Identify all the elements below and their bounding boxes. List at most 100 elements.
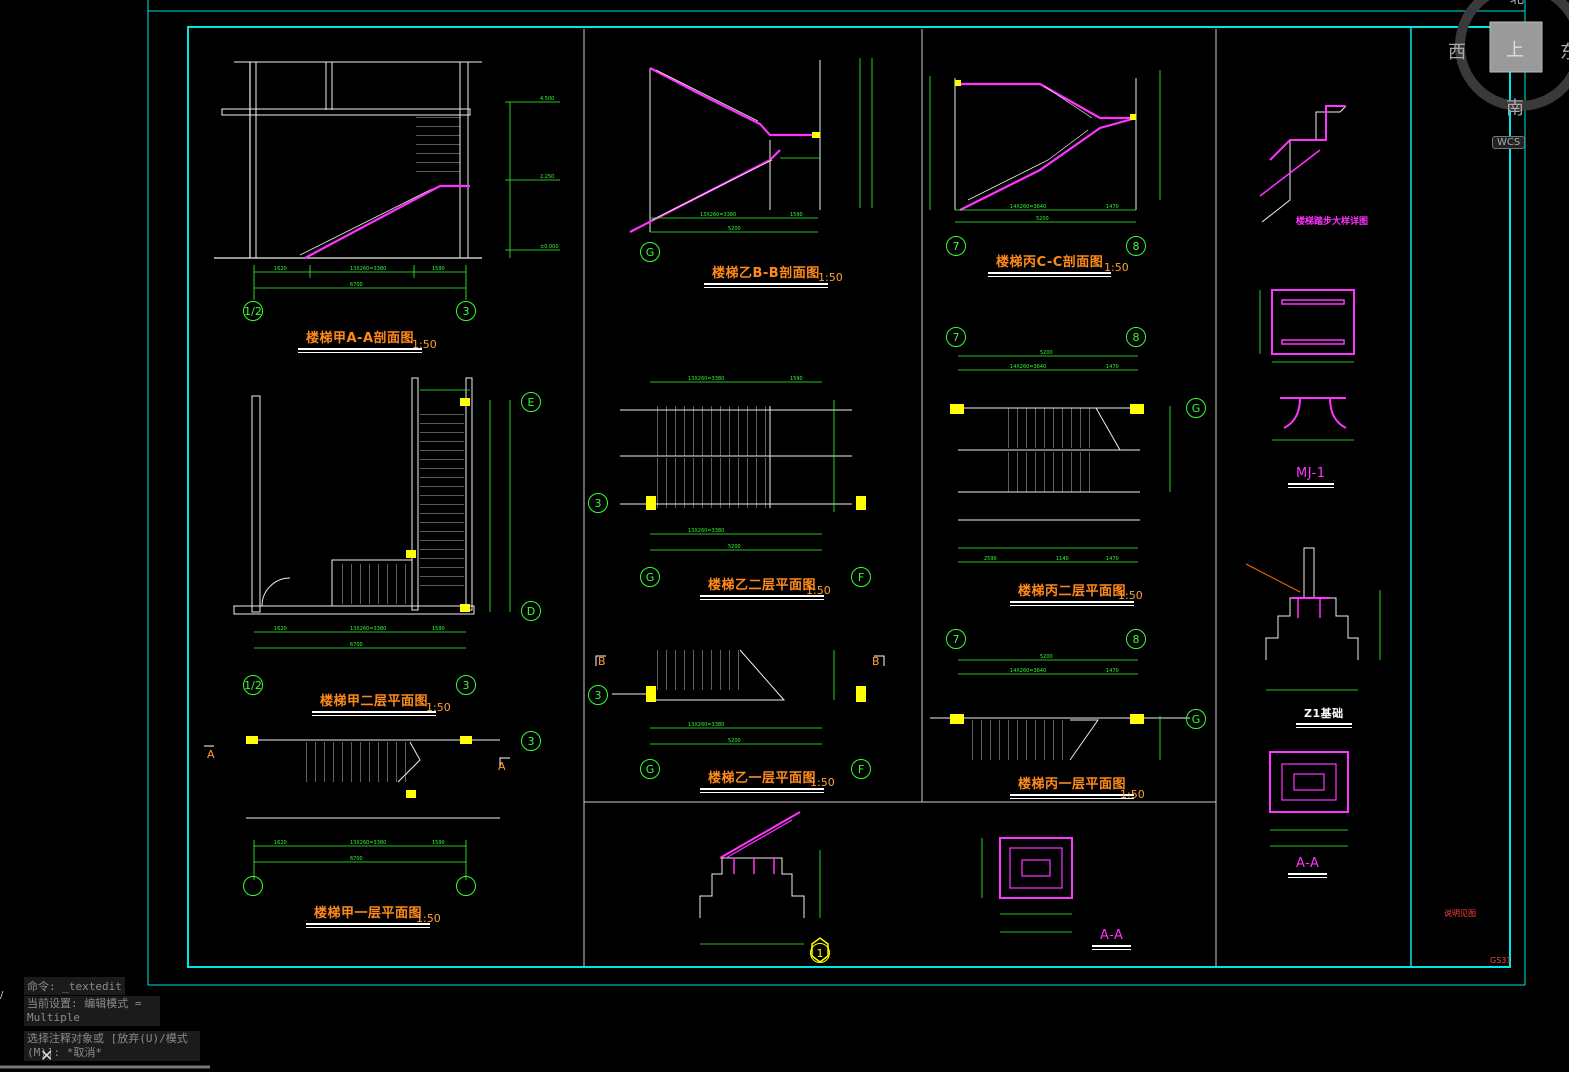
svg-text:14X260=3640: 14X260=3640 [1010,668,1046,674]
view-scale: 1:50 [1104,261,1129,274]
svg-text:5200: 5200 [1040,654,1053,660]
wcs-dropdown[interactable]: WCS [1492,136,1526,149]
svg-text:13X260=3380: 13X260=3380 [350,626,386,632]
axis-bubble: G [1186,709,1206,729]
axis-bubble: E [521,392,541,412]
close-icon[interactable]: ✕ [40,1046,54,1065]
svg-text:5200: 5200 [1036,216,1049,222]
sheet-note: 说明见图 [1444,909,1476,918]
stair-tread-detail[interactable] [1259,105,1347,223]
svg-text:13X260=3380: 13X260=3380 [688,528,724,534]
view-cube-west[interactable]: 西 [1448,42,1466,63]
axis-bubble: F [851,759,871,779]
view-cube-south[interactable]: 南 [1506,98,1524,119]
view-scale: 1:50 [806,584,831,597]
axis-bubble: 1/2 [243,301,263,321]
svg-text:13X260=3380: 13X260=3380 [688,376,724,382]
stair-footing-detail[interactable] [699,811,821,945]
axis-bubble: G [640,759,660,779]
svg-text:5200: 5200 [728,544,741,550]
axis-bubble: 1 [810,943,830,963]
svg-text:6700: 6700 [350,282,363,288]
view-title[interactable]: A-A [1288,856,1328,878]
view-title[interactable]: 楼梯丙二层平面图 [1010,580,1135,606]
view-scale: 1:50 [818,271,843,284]
svg-text:1590: 1590 [432,840,445,846]
svg-text:1590: 1590 [790,376,803,382]
axis-bubble: 3 [456,675,476,695]
command-history-line: 选择注释对象或 [放弃(U)/模式(M)]: *取消* [24,1031,200,1061]
svg-text:5200: 5200 [1040,350,1053,356]
svg-text:4.500: 4.500 [540,96,554,102]
ucs-icon: / [0,990,4,1001]
tread-detail-title[interactable]: 楼梯踏步大样详图 [1296,217,1369,227]
svg-text:6700: 6700 [350,856,363,862]
view-title[interactable]: 楼梯乙一层平面图 [700,767,825,793]
svg-text:1620: 1620 [274,266,287,272]
svg-text:13X260=3380: 13X260=3380 [700,212,736,218]
view-cube[interactable]: 西 上 南 东 北 WCS [1448,0,1569,170]
stair-c-section[interactable]: 14X260=3640 1470 5200 [929,70,1161,223]
view-title[interactable]: 楼梯乙B-B剖面图 [704,262,828,288]
svg-text:6700: 6700 [350,642,363,648]
view-scale: 1:50 [416,912,441,925]
aa-detail-right[interactable] [1269,751,1349,847]
svg-text:1470: 1470 [1106,204,1119,210]
svg-text:5200: 5200 [728,226,741,232]
stair-b-floor2-plan[interactable]: 13X260=3380 1590 13X260=3380 5200 [620,376,866,551]
sheet-frame [147,0,1526,986]
axis-bubble: 3 [588,685,608,705]
view-cube-east[interactable]: 东 [1560,38,1569,64]
axis-bubble: F [851,567,871,587]
svg-text:1590: 1590 [432,626,445,632]
svg-text:14X260=3640: 14X260=3640 [1010,364,1046,370]
view-scale: 1:50 [1118,589,1143,602]
section-mark-b: B [872,655,880,668]
stair-b-section[interactable]: 13X260=3380 1590 5200 [629,58,873,233]
axis-bubble: 7 [946,629,966,649]
view-scale: 1:50 [1120,788,1145,801]
view-scale: 1:50 [412,338,437,351]
svg-text:1590: 1590 [790,212,803,218]
view-title[interactable]: 楼梯丙C-C剖面图 [988,251,1112,277]
view-cube-ring [1455,0,1569,111]
section-mark-a: A [207,748,215,761]
mj1-detail[interactable] [1259,289,1355,441]
stair-c-floor1-plan[interactable]: 5200 14X260=3640 1470 [930,654,1190,761]
axis-bubble: 7 [946,236,966,256]
view-title[interactable]: 楼梯甲一层平面图 [306,902,431,928]
axis-bubble: 3 [588,493,608,513]
svg-text:1470: 1470 [1106,668,1119,674]
view-title[interactable]: Z1基础 [1296,705,1352,728]
svg-text:1470: 1470 [1106,364,1119,370]
view-cube-north[interactable]: 北 [1510,0,1524,8]
svg-text:5200: 5200 [728,738,741,744]
svg-text:1620: 1620 [274,840,287,846]
svg-text:14X260=3640: 14X260=3640 [1010,204,1046,210]
svg-text:13X260=3380: 13X260=3380 [350,266,386,272]
axis-bubble: 8 [1126,327,1146,347]
svg-text:±0.000: ±0.000 [540,244,559,250]
view-title[interactable]: 楼梯甲A-A剖面图 [298,327,423,353]
svg-text:1470: 1470 [1106,556,1119,562]
view-cube-top[interactable]: 上 [1506,40,1524,61]
stair-b-floor1-plan[interactable]: 13X260=3380 5200 [595,649,885,745]
view-title[interactable]: 楼梯甲二层平面图 [312,690,437,716]
section-mark-a: A [498,760,506,773]
view-title[interactable]: A-A [1092,928,1132,950]
view-title[interactable]: 楼梯乙二层平面图 [700,574,825,600]
svg-text:2.250: 2.250 [540,174,554,180]
view-title[interactable]: 楼梯丙一层平面图 [1010,773,1135,799]
svg-text:13X260=3380: 13X260=3380 [688,722,724,728]
aa-detail-middle[interactable] [981,837,1073,933]
axis-bubble [456,876,476,896]
view-title[interactable]: MJ-1 [1288,466,1334,488]
view-scale: 1:50 [426,701,451,714]
z1-foundation[interactable] [1245,547,1381,691]
